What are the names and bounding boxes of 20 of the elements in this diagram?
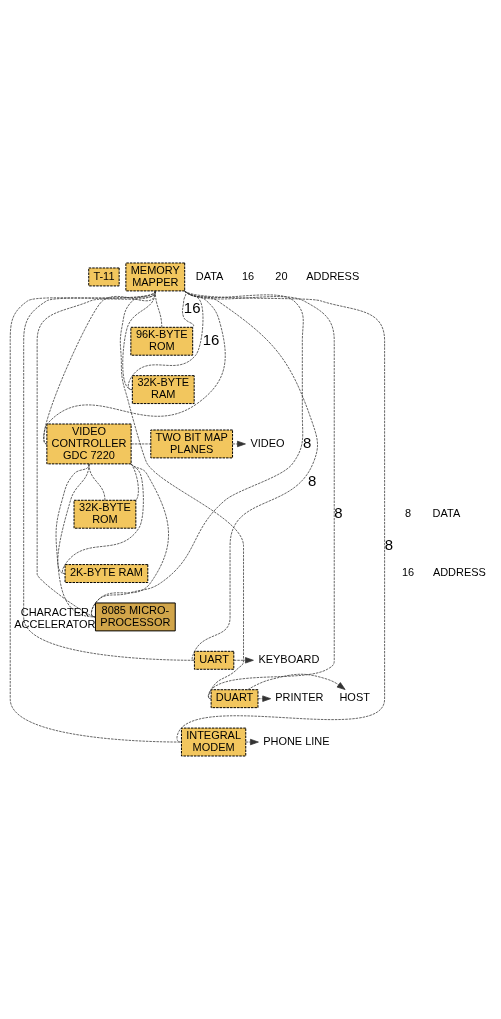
node-text: PRINTER <box>275 691 324 704</box>
label: DATA <box>195 269 224 282</box>
node-text: HOST <box>339 691 370 704</box>
label: 16 <box>401 566 415 579</box>
label: 20 <box>275 269 288 282</box>
edge-label: 16 <box>202 331 220 348</box>
node-label: CHARACTER ACCELERATOR <box>14 605 96 630</box>
label: ADDRESS <box>432 566 486 579</box>
node-text: VIDEO <box>250 436 285 449</box>
edge-label: 8 <box>384 536 393 554</box>
label: 8 <box>404 507 412 520</box>
label: DATA <box>432 507 461 520</box>
node-text: PHONE LINE <box>263 734 330 747</box>
edge-label: 8 <box>307 471 317 489</box>
edge-label: 16 <box>183 298 201 316</box>
edge-label: 8 <box>302 433 312 451</box>
edge-label: 8 <box>334 503 343 521</box>
label: 16 <box>241 269 255 282</box>
label: ADDRESS <box>306 269 360 282</box>
node-text: KEYBOARD <box>258 653 320 666</box>
